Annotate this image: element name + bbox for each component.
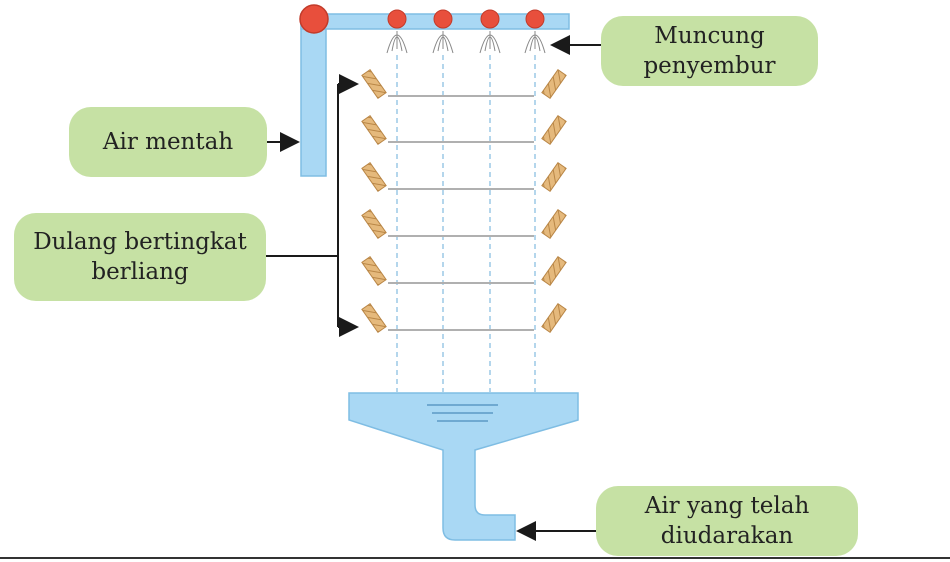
tray-level bbox=[361, 255, 567, 287]
perforated-trays bbox=[361, 68, 567, 334]
treated-text-line2: diudarakan bbox=[660, 523, 794, 549]
collection-basin bbox=[348, 392, 579, 541]
treated-text-line1: Air yang telah bbox=[644, 493, 810, 519]
spray-nozzles bbox=[386, 9, 546, 54]
tray-level bbox=[361, 208, 567, 240]
tray-level bbox=[361, 302, 567, 334]
tray-level bbox=[361, 68, 567, 100]
spray-nozzle bbox=[386, 9, 408, 54]
label-aerated-water: Air yang telah diudarakan bbox=[596, 486, 858, 556]
trays-text-line2: berliang bbox=[91, 259, 189, 285]
nozzle-text-line2: penyembur bbox=[643, 53, 776, 79]
tray-level bbox=[361, 161, 567, 193]
tray-level bbox=[361, 114, 567, 146]
water-streams bbox=[396, 55, 536, 392]
raw-water-text: Air mentah bbox=[102, 129, 234, 155]
spray-nozzle bbox=[432, 9, 454, 54]
nozzle-text-line1: Muncung bbox=[654, 23, 765, 49]
label-spray-nozzle: Muncung penyembur bbox=[601, 16, 818, 86]
label-perforated-trays: Dulang bertingkat berliang bbox=[14, 213, 266, 301]
connector-arrows bbox=[266, 35, 601, 541]
spray-nozzle bbox=[479, 9, 501, 54]
bottom-divider bbox=[0, 557, 950, 559]
inlet-pipe bbox=[299, 4, 570, 177]
spray-nozzle bbox=[524, 9, 546, 54]
trays-text-line1: Dulang bertingkat bbox=[33, 229, 247, 255]
label-raw-water: Air mentah bbox=[69, 107, 267, 177]
